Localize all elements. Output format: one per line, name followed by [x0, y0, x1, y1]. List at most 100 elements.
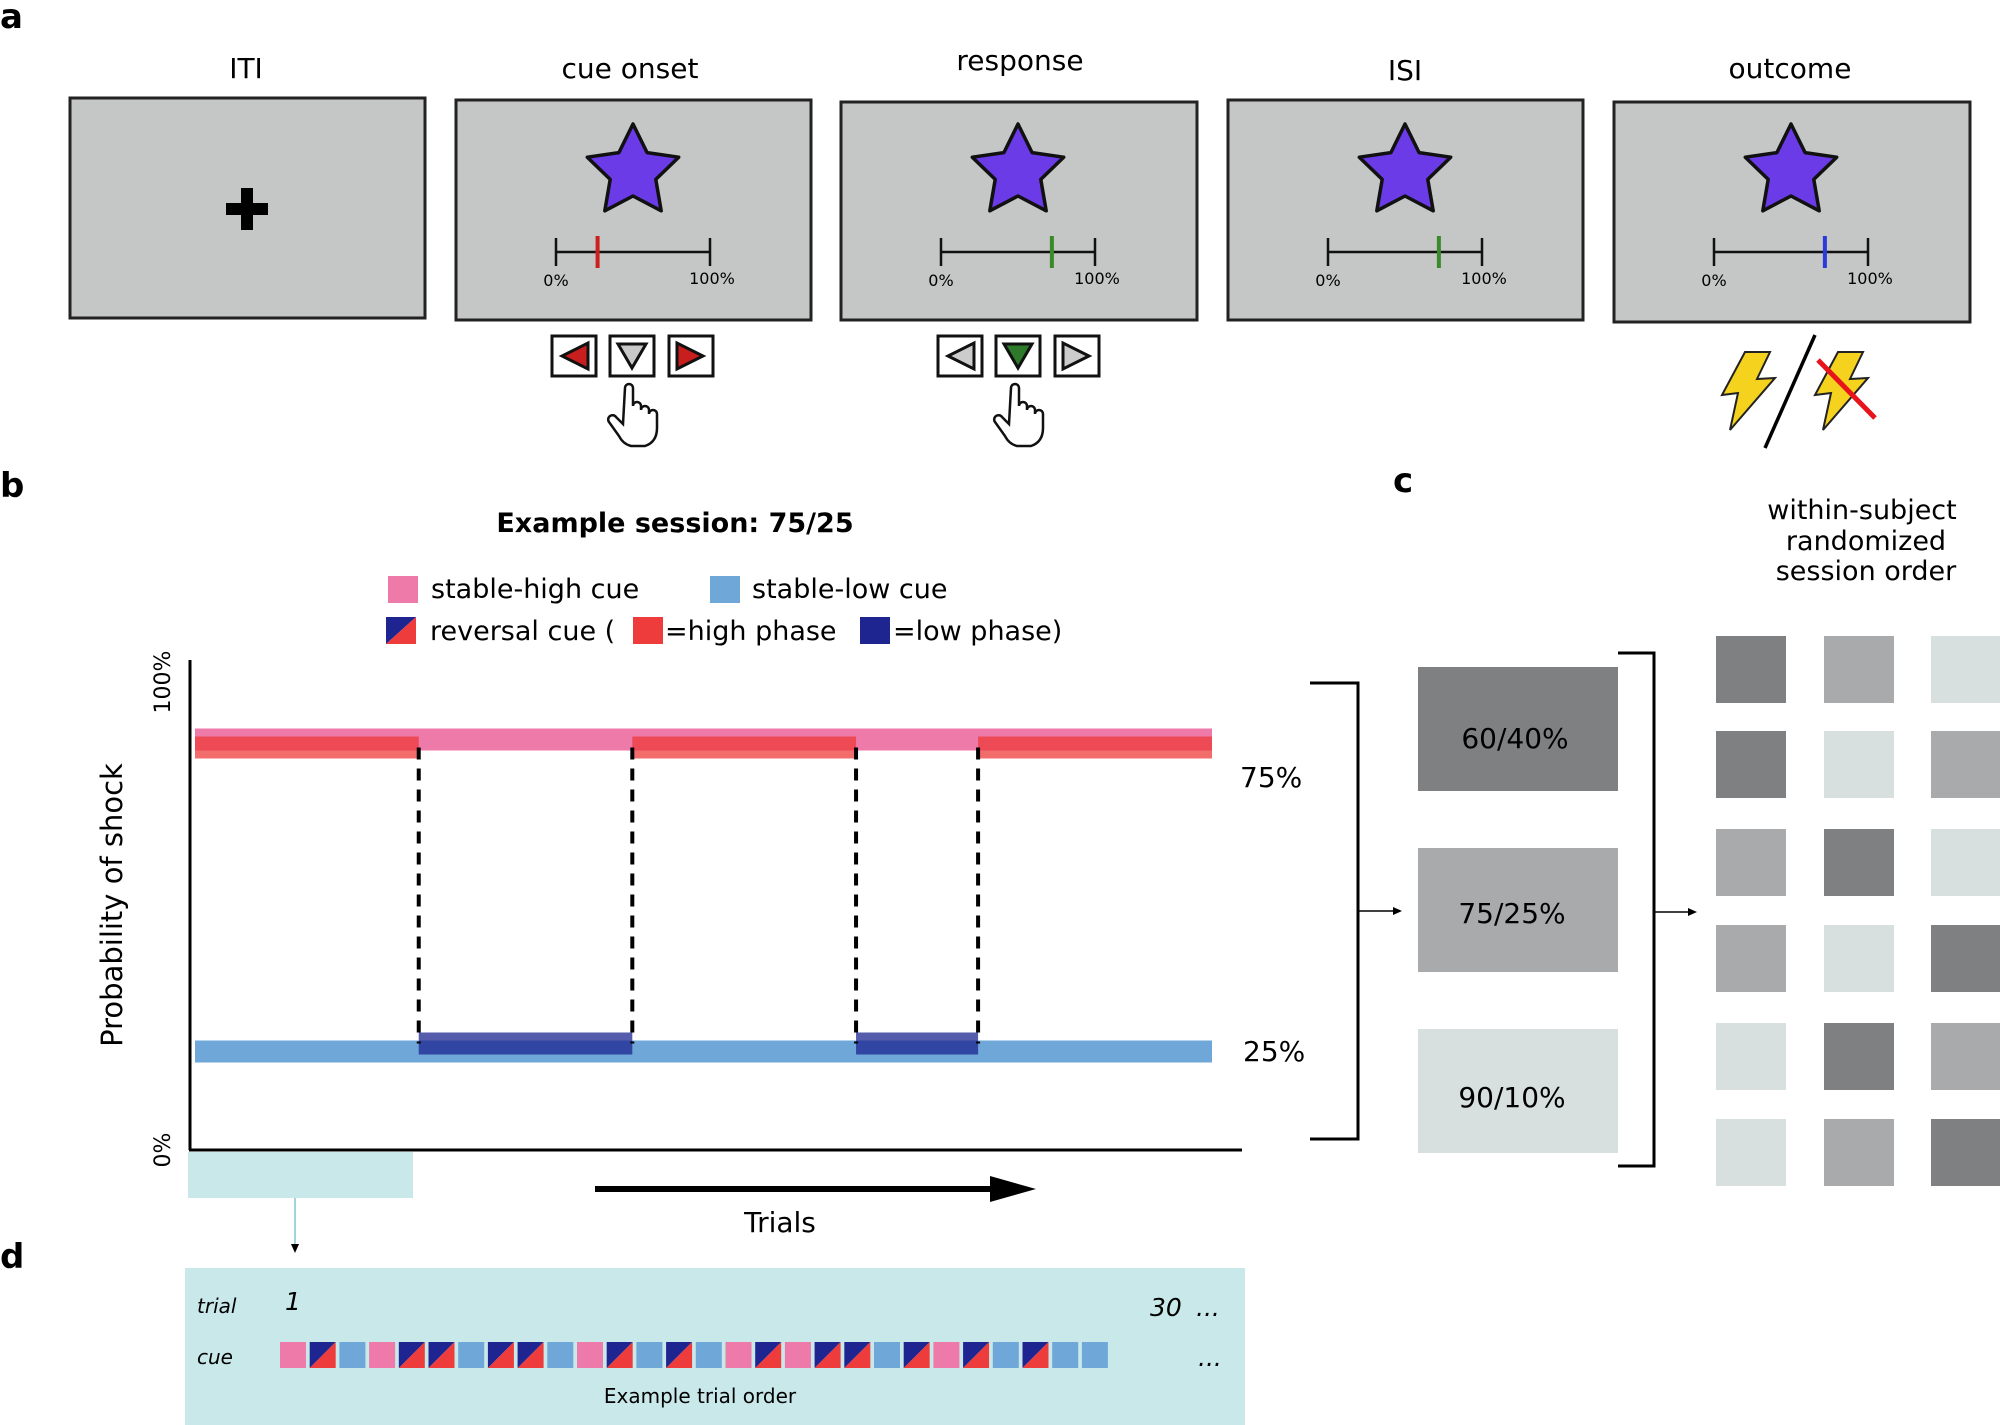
session-order-cell [1931, 1119, 2000, 1186]
panel-c-title-line2: randomized [1786, 526, 1946, 557]
session-order-cell [1824, 1119, 1894, 1186]
session-order-cell [1931, 1023, 2000, 1090]
session-label-60-40: 60/40% [1461, 722, 1568, 755]
bracket-left [1310, 681, 1360, 1141]
reversal-low-phase-band [856, 1032, 979, 1055]
session-order-cell [1716, 636, 1786, 703]
session-order-cell [1931, 925, 2000, 992]
bracket-right [1618, 651, 1656, 1168]
star-cue-icon [1743, 122, 1839, 213]
trial-block-highlight [188, 1152, 413, 1198]
panel-c-title-line3: session order [1776, 556, 1957, 587]
legend-label-low-phase: =low phase) [893, 616, 1062, 647]
cue-reversal [606, 1342, 633, 1368]
button-box-response [936, 334, 1101, 378]
cue-stable-low [695, 1342, 722, 1368]
session-label-90-10: 90/10% [1458, 1081, 1565, 1114]
shock-icon [1720, 351, 1778, 431]
hand-pointer-icon [993, 382, 1045, 448]
panel-label-d: d [0, 1237, 24, 1277]
screen-title-outcome: outcome [1729, 52, 1852, 85]
hand-pointer-icon [607, 382, 659, 448]
arrow-head-icon [1393, 907, 1402, 915]
panel-c-title-line1: within-subject [1767, 495, 1957, 526]
cue-stable-low [874, 1342, 900, 1368]
down-arrow-icon [615, 342, 649, 371]
session-box-75-25 [1418, 848, 1618, 972]
slash-divider [1763, 334, 1817, 449]
fixation-cross-icon [226, 188, 268, 230]
y-tick-label-0: 0% [151, 1133, 176, 1168]
arrow-head-icon [1688, 908, 1697, 916]
cue-stable-high [784, 1342, 811, 1368]
scale-label-min: 0% [1315, 271, 1340, 290]
cue-reversal [428, 1342, 455, 1368]
cue-stable-low [636, 1342, 663, 1368]
button-box-cue-onset [550, 334, 715, 378]
cue-reversal [844, 1342, 871, 1368]
trial-ellipsis: ... [1196, 1293, 1220, 1322]
right-arrow-icon [675, 340, 707, 372]
screen-title-cue-onset: cue onset [562, 52, 699, 85]
panel-d-trial-order: trial 1 30 ... cue ... Example trial ord… [185, 1268, 1245, 1425]
panel-label-a: a [0, 0, 23, 37]
cue-reversal [666, 1342, 693, 1368]
cue-stable-high [280, 1342, 306, 1368]
session-order-cell [1824, 731, 1894, 798]
star-cue-icon [1357, 122, 1453, 213]
cue-reversal [1022, 1342, 1049, 1368]
legend-swatch-stable-high [388, 576, 418, 603]
session-order-cell [1716, 731, 1786, 798]
trials-arrow-icon [595, 1176, 1036, 1202]
legend-label-stable-high: stable-high cue [431, 574, 639, 605]
cue-ellipsis: ... [1198, 1343, 1222, 1372]
cue-reversal [517, 1342, 544, 1368]
trial-row-label: trial [197, 1294, 237, 1318]
session-order-cell [1824, 829, 1894, 896]
down-arrow-icon [1001, 342, 1035, 371]
right-arrow-icon [1061, 340, 1093, 372]
cue-stable-high [577, 1342, 603, 1368]
low-probability-label: 25% [1243, 1035, 1305, 1068]
stable-low-band [195, 1040, 1212, 1063]
cue-reversal [963, 1342, 990, 1368]
scale-label-min: 0% [543, 271, 568, 290]
first-trial-number: 1 [285, 1287, 301, 1316]
cue-stable-high [933, 1342, 960, 1368]
cue-row-label: cue [197, 1345, 233, 1369]
link-arrow-icon [291, 1244, 299, 1253]
legend-label-reversal: reversal cue ( [430, 616, 615, 647]
cue-stable-low [339, 1342, 366, 1368]
reversal-low-phase-band [418, 1032, 633, 1055]
session-order-cell [1824, 925, 1894, 992]
panel-b-example-session: Example session: 75/25 stable-high cue s… [95, 508, 1305, 1253]
reversal-high-phase-band [195, 736, 419, 759]
cue-reversal [487, 1342, 514, 1368]
high-probability-label: 75% [1240, 761, 1302, 794]
session-order-cell [1716, 829, 1786, 896]
screen-title-response: response [956, 44, 1083, 77]
session-order-cell [1824, 1023, 1894, 1090]
chart-title: Example session: 75/25 [496, 508, 853, 539]
star-cue-icon [585, 122, 681, 213]
panel-c-session-order: within-subject randomized session order … [1310, 495, 2000, 1186]
cue-stable-high [725, 1342, 752, 1368]
screen-title-iti: ITI [229, 52, 263, 85]
reversal-high-phase-band [978, 736, 1212, 759]
cue-reversal [398, 1342, 425, 1368]
legend-label-stable-low: stable-low cue [752, 574, 947, 605]
legend-swatch-high-phase [633, 617, 663, 644]
cue-stable-low [992, 1342, 1019, 1368]
session-order-cell [1931, 636, 2000, 703]
star-cue-icon [970, 122, 1066, 213]
session-order-cell [1824, 636, 1894, 703]
session-order-cell [1931, 731, 2000, 798]
cue-stable-high [369, 1342, 396, 1368]
session-box-90-10 [1418, 1029, 1618, 1153]
screen-title-isi: ISI [1388, 54, 1422, 87]
cue-stable-low [1081, 1342, 1108, 1368]
x-axis-label: Trials [743, 1206, 816, 1239]
session-order-cell [1716, 1023, 1786, 1090]
scale-label-max: 100% [1847, 269, 1893, 288]
